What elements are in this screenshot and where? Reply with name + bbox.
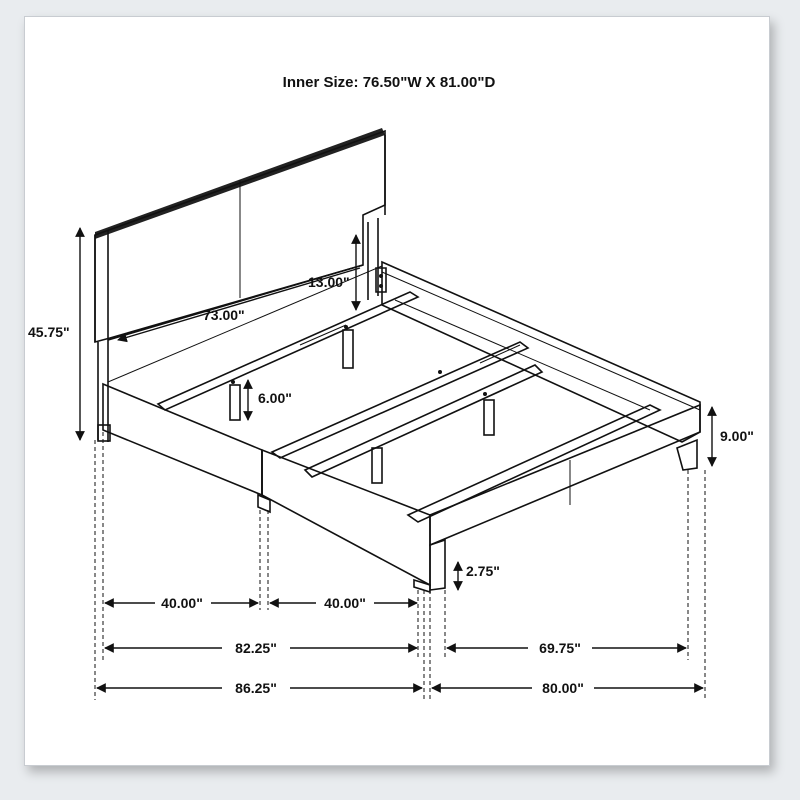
svg-text:86.25": 86.25" <box>235 680 277 696</box>
dim-inner-row: 82.25" 69.75" <box>104 639 687 657</box>
dim-panel-gap: 13.00" <box>308 234 361 311</box>
svg-text:45.75": 45.75" <box>28 324 70 340</box>
svg-text:6.00": 6.00" <box>258 390 292 406</box>
svg-text:13.00": 13.00" <box>308 274 350 290</box>
dim-foot-clearance: 2.75" <box>453 561 500 591</box>
dim-overall-row: 86.25" 80.00" <box>96 679 704 697</box>
extension-lines <box>94 432 706 700</box>
inner-size-title: Inner Size: 76.50"W X 81.00"D <box>283 74 496 91</box>
svg-text:40.00": 40.00" <box>161 595 203 611</box>
diagram-sheet <box>24 16 770 766</box>
right-side-rail <box>375 260 701 471</box>
svg-text:69.75": 69.75" <box>539 640 581 656</box>
dim-leg-height: 6.00" <box>243 379 292 421</box>
dim-headboard-width: 73.00" <box>117 267 361 343</box>
front-rail <box>102 382 701 594</box>
svg-text:73.00": 73.00" <box>203 307 245 323</box>
center-support-legs <box>229 325 495 484</box>
svg-text:40.00": 40.00" <box>324 595 366 611</box>
dim-front-halves: 40.00" 40.00" <box>104 594 418 612</box>
dim-headboard-height: 45.75" <box>28 227 85 441</box>
dim-rail-height: 9.00" <box>707 406 754 467</box>
svg-text:9.00": 9.00" <box>720 428 754 444</box>
headboard-legs <box>97 340 111 442</box>
svg-text:2.75": 2.75" <box>466 563 500 579</box>
slats <box>107 265 662 523</box>
svg-text:80.00": 80.00" <box>542 680 584 696</box>
headboard <box>94 128 386 344</box>
svg-text:82.25": 82.25" <box>235 640 277 656</box>
